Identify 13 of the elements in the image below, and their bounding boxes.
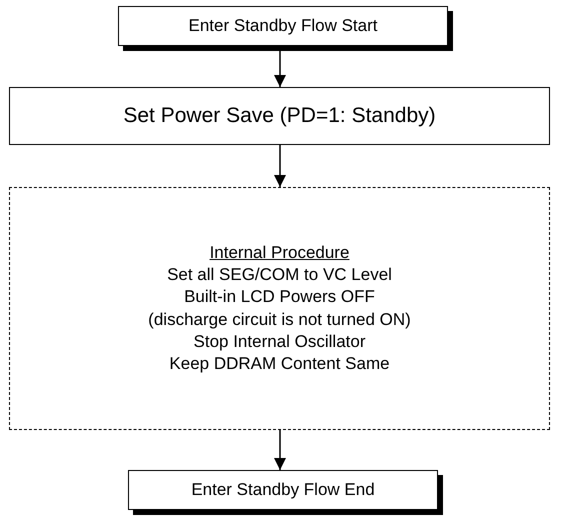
step-text: Stop Internal Oscillator bbox=[194, 330, 366, 353]
step-text: (discharge circuit is not turned ON) bbox=[148, 308, 411, 330]
step-text: Keep DDRAM Content Same bbox=[169, 352, 390, 375]
step-text: Enter Standby Flow End bbox=[191, 480, 375, 500]
step-text: Set all SEG/COM to VC Level bbox=[167, 264, 392, 286]
dashed-group-box bbox=[9, 187, 550, 430]
arrow bbox=[274, 145, 286, 187]
group-heading: Internal Procedure bbox=[210, 242, 350, 264]
step-text: Set Power Save (PD=1: Standby) bbox=[123, 103, 436, 129]
arrow bbox=[274, 430, 286, 470]
step-text: Built-in LCD Powers OFF bbox=[184, 286, 375, 308]
step-text: Enter Standby Flow Start bbox=[188, 16, 378, 36]
process-box bbox=[9, 87, 550, 145]
